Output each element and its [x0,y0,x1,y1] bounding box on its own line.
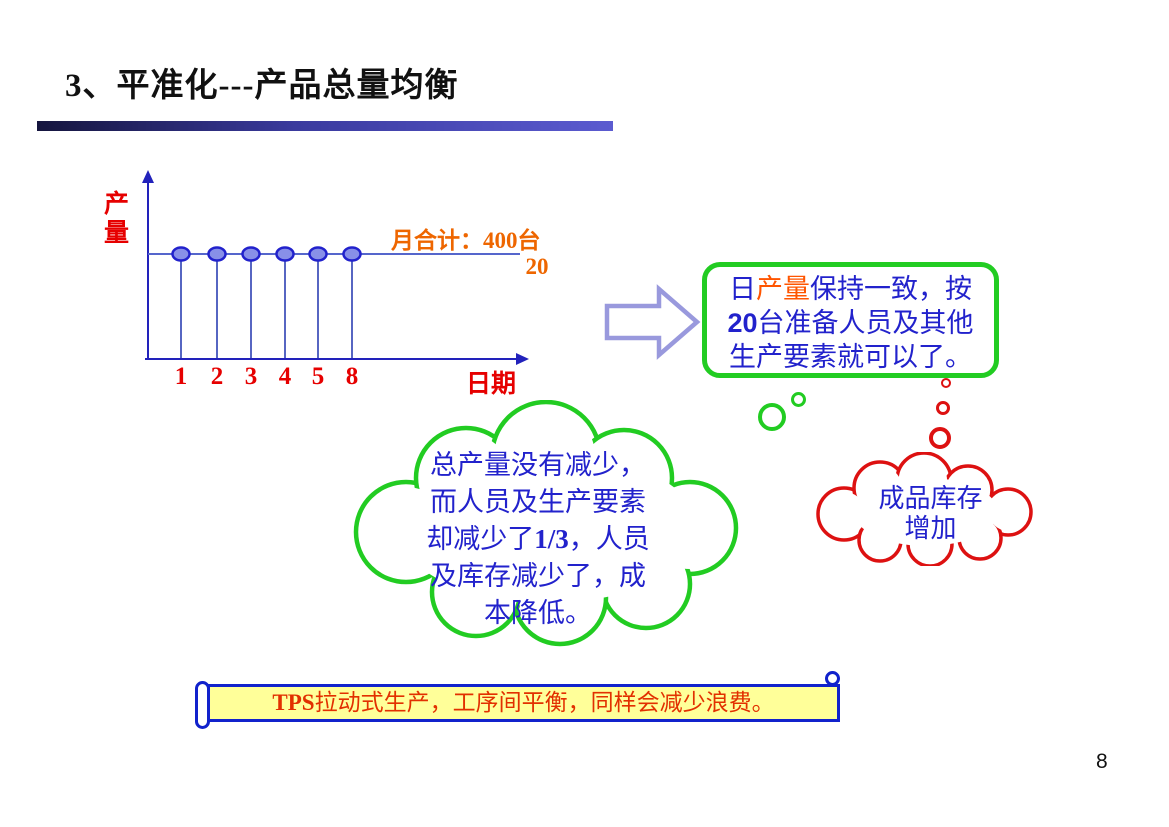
thought-trail-circle [791,392,806,407]
green-cloud-text-segment: 却减少了 [426,524,535,554]
banner-text-segment: TPS [272,690,315,715]
thought-trail-circle [929,427,951,449]
callout-line-1: 日产量保持一致，按 [707,272,994,306]
red-cloud-line-1: 成品库存 [878,484,983,513]
axes [145,180,518,360]
green-cloud-text: 总产量没有减少， 而人员及生产要素 却减少了1/3，人员 及库存减少了，成 本降… [390,447,686,632]
green-cloud-line-4: 及库存减少了，成 [430,561,646,591]
callout-line-3: 生产要素就可以了。 [707,340,994,374]
callout-text-segment: 台准备人员及其他 [757,308,974,338]
marker-stems [180,254,353,358]
x-tick-4: 4 [278,363,292,390]
data-markers [171,246,362,262]
page-number: 8 [1096,750,1108,773]
thought-trail-circle [758,403,786,431]
thought-trail-circle [936,401,950,415]
y-axis-label: 产量 [103,191,129,247]
daily-level-label: 20 [525,254,549,279]
callout-box: 日产量保持一致，按 20台准备人员及其他 生产要素就可以了。 [702,262,999,378]
green-cloud-line-2: 而人员及生产要素 [430,487,646,517]
callout-text-segment: 20 [727,308,758,338]
title-underline [37,121,613,131]
banner: TPS拉动式生产，工序间平衡，同样会减少浪费。 [207,684,840,722]
monthly-total-label: 月合计：400台 [391,228,541,253]
cloud-fill-mask [822,457,1027,562]
red-thought-cloud [816,452,1033,566]
red-cloud-line-2: 增加 [904,514,957,543]
green-cloud-text-segment: 1/3 [534,524,569,554]
callout-text-segment: 日 [729,274,756,304]
cloud-fill-mask [361,407,731,639]
green-thought-cloud [353,400,739,647]
callout-text-segment: 生产要素就可以了。 [729,342,972,372]
x-tick-6: 8 [345,363,359,390]
red-cloud-text: 成品库存 增加 [843,484,1018,544]
green-cloud-text-segment: ，人员 [568,524,650,554]
x-axis-label: 日期 [466,371,517,398]
green-cloud-line-1: 总产量没有减少， [430,450,646,480]
banner-text-segment: 拉动式生产，工序间平衡，同样会减少浪费。 [314,690,775,715]
y-axis-arrow-icon [142,170,154,183]
x-tick-3: 3 [244,363,258,390]
x-tick-5: 5 [311,363,325,390]
callout-text-segment: 保持一致，按 [810,274,972,304]
x-tick-2: 2 [210,363,224,390]
callout-line-2: 20台准备人员及其他 [707,306,994,340]
thought-trail-circle [941,378,951,388]
green-cloud-line-3: 却减少了1/3，人员 [390,521,686,558]
x-tick-1: 1 [174,363,188,390]
right-block-arrow-icon [604,284,701,360]
green-cloud-line-5: 本降低。 [484,598,592,628]
scroll-roll-icon [195,681,210,729]
callout-text-segment: 产量 [756,274,810,304]
x-axis-arrow-icon [516,353,529,365]
production-level-chart [142,170,529,365]
page-title: 3、平准化---产品总量均衡 [65,68,459,104]
